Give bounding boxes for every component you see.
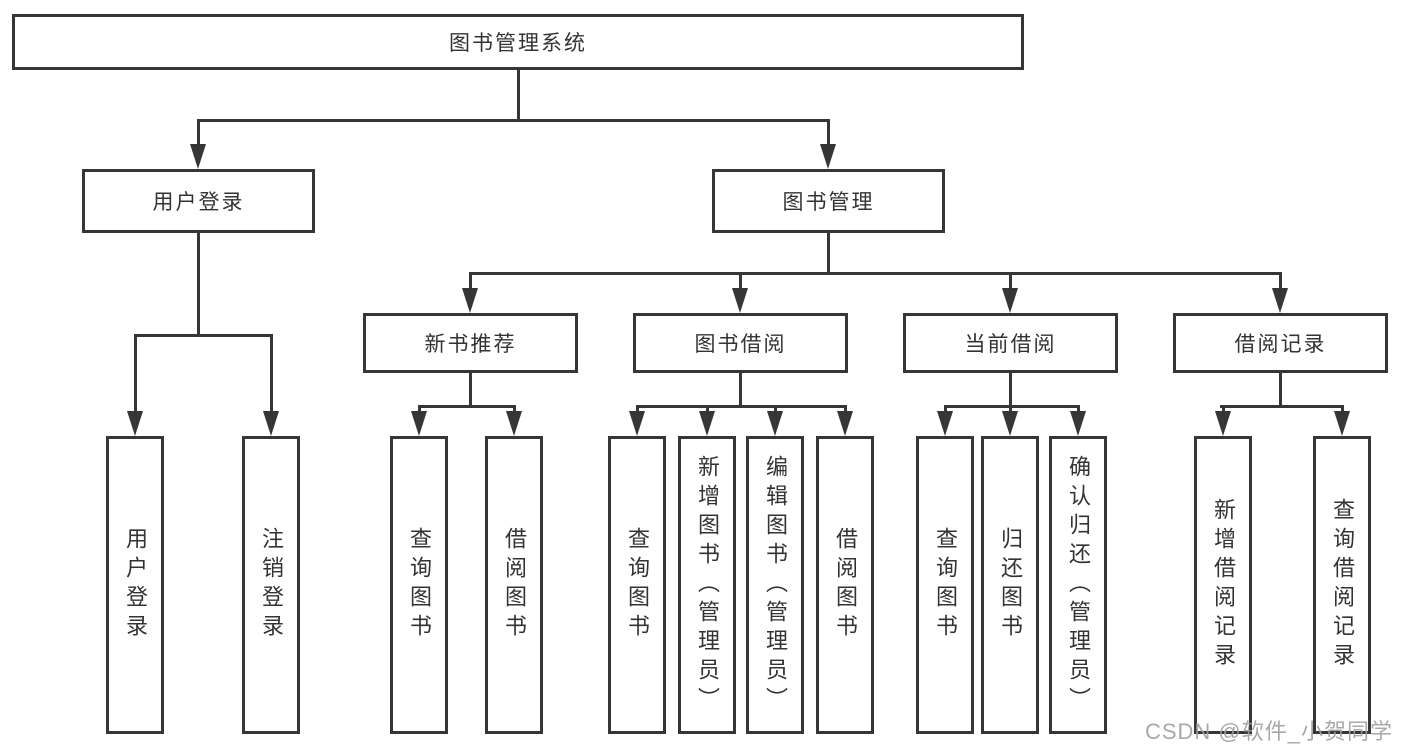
connector-line — [196, 233, 200, 337]
connector-line — [269, 334, 273, 416]
node-return-books: 归还图书 — [981, 436, 1039, 734]
node-label: 归还图书 — [998, 527, 1023, 643]
watermark: CSDN @软件_小贺同学 — [1144, 719, 1393, 744]
connector-line — [1008, 373, 1012, 408]
node-query-books-3: 查询图书 — [916, 436, 974, 734]
node-label: 用户登录 — [123, 527, 148, 643]
node-borrow-books-1: 借阅图书 — [485, 436, 543, 734]
connector-line — [1340, 405, 1344, 416]
node-add-books-admin: 新增图书（管理员） — [678, 436, 736, 734]
arrowhead-icon — [263, 411, 279, 436]
connector-line — [1008, 272, 1012, 293]
arrowhead-icon — [1215, 411, 1231, 436]
node-label: 当前借阅 — [964, 333, 1057, 356]
connector-line — [843, 405, 847, 416]
connector-line — [1008, 405, 1012, 416]
connector-line — [134, 333, 273, 337]
arrowhead-icon — [411, 411, 427, 436]
node-label: 图书管理 — [782, 191, 875, 214]
connector-line — [773, 405, 777, 416]
connector-line — [705, 405, 709, 416]
connector-line — [196, 119, 200, 149]
arrowhead-icon — [837, 411, 853, 436]
arrowhead-icon — [190, 144, 206, 169]
connector-line — [738, 272, 742, 293]
node-current-borrowing: 当前借阅 — [903, 313, 1118, 373]
node-label: 查询图书 — [407, 527, 432, 643]
arrowhead-icon — [1002, 411, 1018, 436]
arrowhead-icon — [767, 411, 783, 436]
connector-line — [468, 272, 472, 293]
connector-line — [133, 334, 137, 416]
node-label: 注销登录 — [259, 527, 284, 643]
connector-line — [826, 233, 830, 275]
node-root: 图书管理系统 — [12, 14, 1024, 70]
arrowhead-icon — [1272, 288, 1288, 313]
node-label: 编辑图书（管理员） — [763, 454, 788, 716]
node-user-login: 用户登录 — [82, 169, 315, 233]
node-query-books-2: 查询图书 — [608, 436, 666, 734]
connector-line — [197, 118, 830, 122]
node-label: 借阅图书 — [833, 527, 858, 643]
connector-line — [1220, 404, 1343, 408]
node-borrow-books-2: 借阅图书 — [816, 436, 874, 734]
arrowhead-icon — [820, 144, 836, 169]
connector-line — [738, 373, 742, 408]
node-label: 图书管理系统 — [449, 32, 587, 55]
arrowhead-icon — [127, 411, 143, 436]
node-new-book-rec: 新书推荐 — [363, 313, 578, 373]
node-borrow-records: 借阅记录 — [1173, 313, 1388, 373]
node-label: 新书推荐 — [424, 333, 517, 356]
connector-line — [826, 119, 830, 149]
connector-line — [516, 70, 520, 122]
connector-line — [1278, 272, 1282, 293]
node-label: 图书借阅 — [694, 333, 787, 356]
connector-line — [1076, 405, 1080, 416]
node-book-borrowing: 图书借阅 — [633, 313, 848, 373]
node-edit-books-admin: 编辑图书（管理员） — [746, 436, 804, 734]
connector-line — [944, 404, 1079, 408]
node-book-mgmt: 图书管理 — [712, 169, 945, 233]
node-label: 查询图书 — [625, 527, 650, 643]
arrowhead-icon — [732, 288, 748, 313]
node-label: 借阅记录 — [1234, 333, 1327, 356]
node-confirm-return-admin: 确认归还（管理员） — [1049, 436, 1107, 734]
node-label: 查询借阅记录 — [1330, 498, 1355, 672]
node-user-login-leaf: 用户登录 — [106, 436, 164, 734]
node-add-borrow-record: 新增借阅记录 — [1194, 436, 1252, 734]
node-label: 查询图书 — [933, 527, 958, 643]
node-query-borrow-record: 查询借阅记录 — [1313, 436, 1371, 734]
arrowhead-icon — [1002, 288, 1018, 313]
arrowhead-icon — [1070, 411, 1086, 436]
connector-line — [1278, 373, 1282, 408]
connector-line — [636, 404, 846, 408]
arrowhead-icon — [462, 288, 478, 313]
connector-line — [512, 405, 516, 416]
node-label: 用户登录 — [152, 191, 245, 214]
node-label: 确认归还（管理员） — [1066, 454, 1091, 716]
arrowhead-icon — [699, 411, 715, 436]
connector-line — [417, 405, 421, 416]
node-query-books-1: 查询图书 — [390, 436, 448, 734]
node-logout-leaf: 注销登录 — [242, 436, 300, 734]
arrowhead-icon — [937, 411, 953, 436]
connector-line — [943, 405, 947, 416]
arrowhead-icon — [1334, 411, 1350, 436]
connector-line — [468, 373, 472, 408]
connector-line — [635, 405, 639, 416]
connector-line — [469, 271, 1282, 275]
connector-line — [418, 404, 516, 408]
node-label: 新增图书（管理员） — [695, 454, 720, 716]
connector-line — [1221, 405, 1225, 416]
arrowhead-icon — [506, 411, 522, 436]
node-label: 借阅图书 — [502, 527, 527, 643]
arrowhead-icon — [629, 411, 645, 436]
node-label: 新增借阅记录 — [1211, 498, 1236, 672]
